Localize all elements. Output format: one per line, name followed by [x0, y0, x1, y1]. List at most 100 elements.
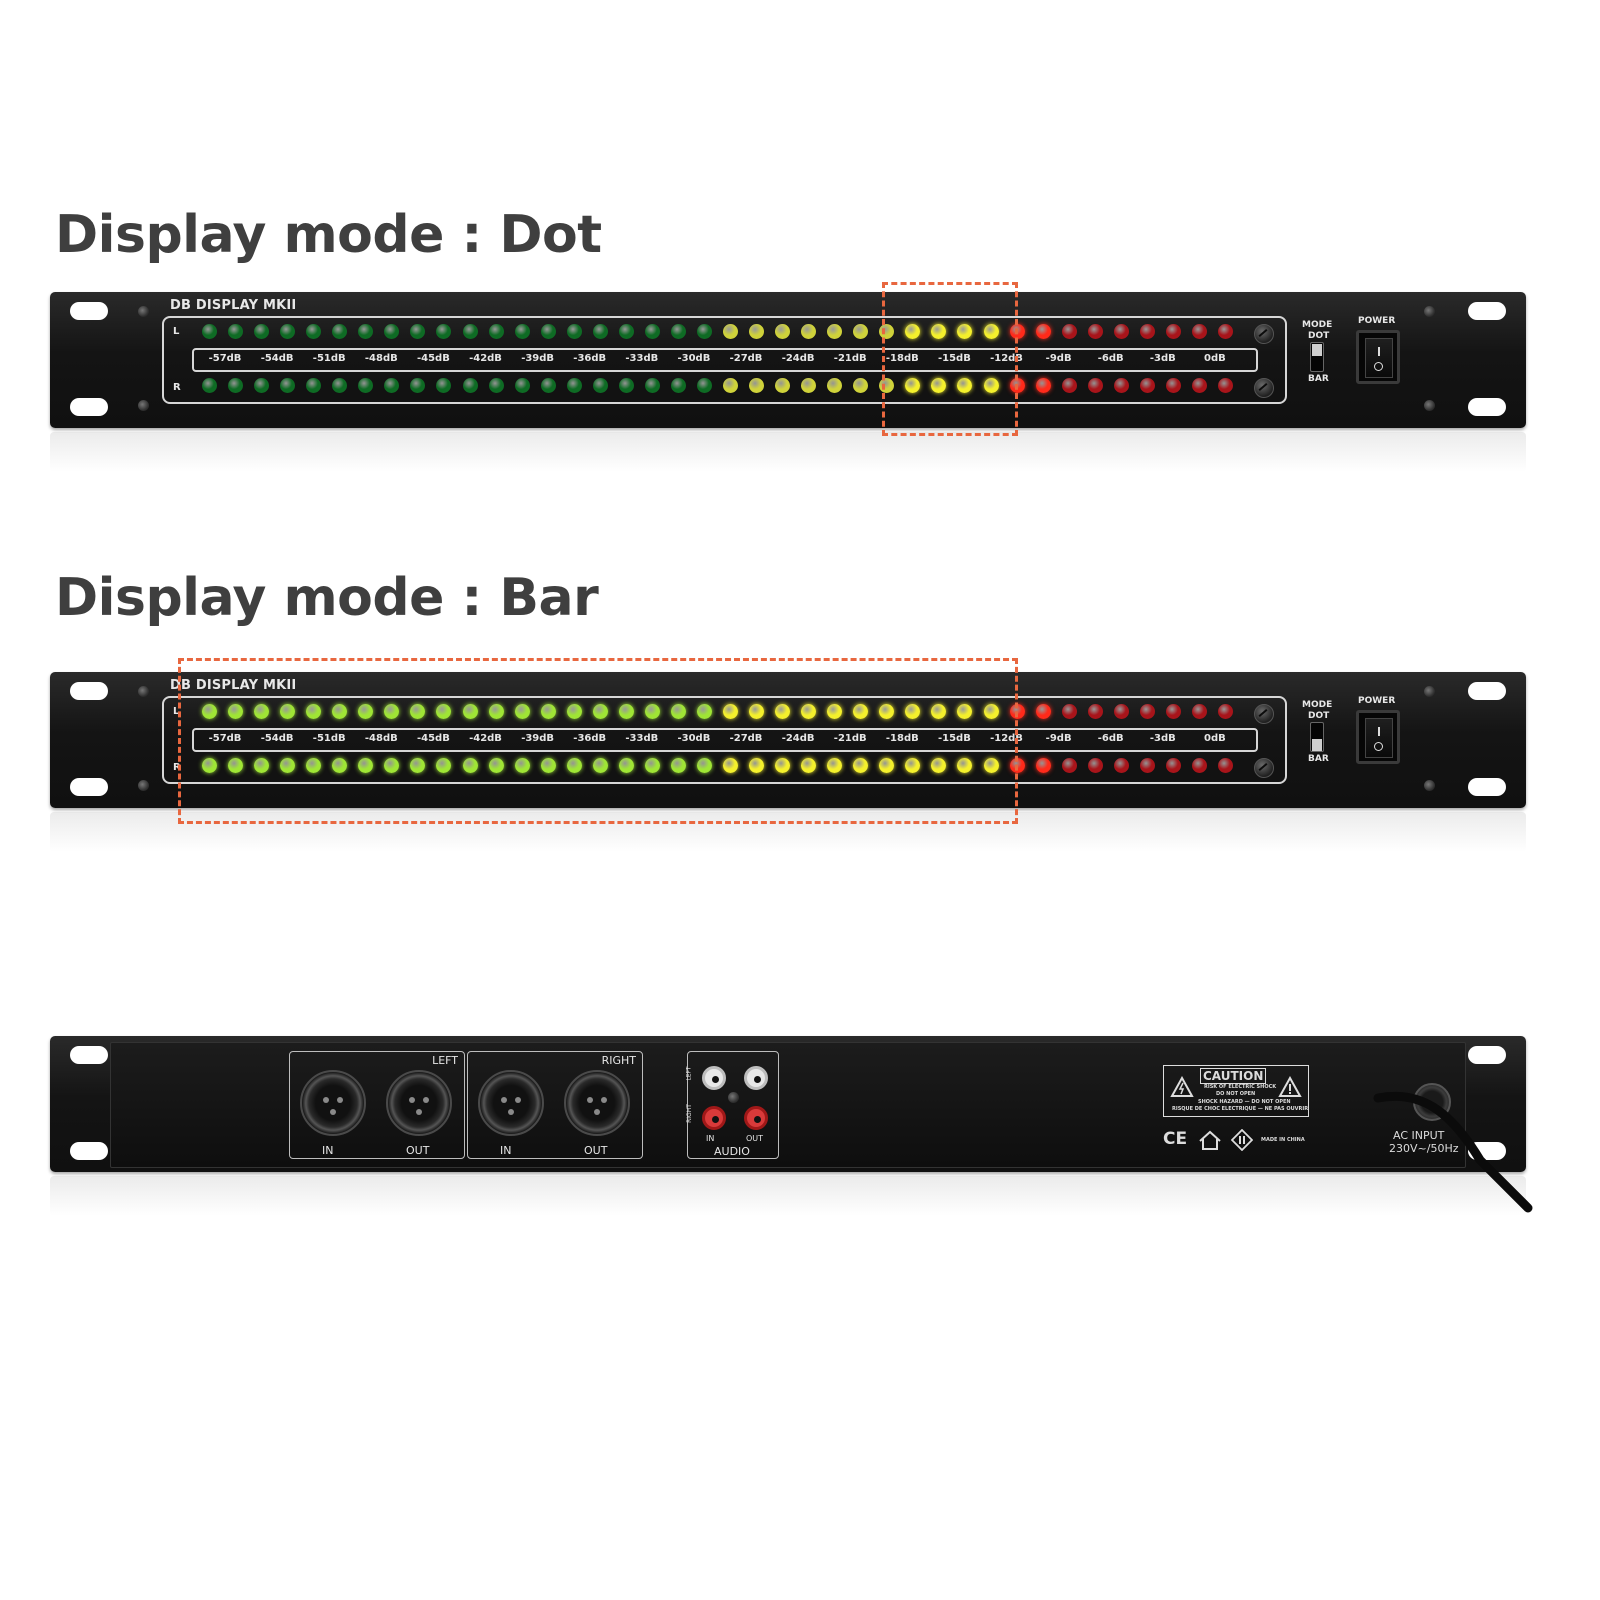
- led-indicator: [853, 758, 869, 773]
- led-indicator: [670, 378, 686, 393]
- led-indicator: [801, 704, 817, 719]
- mode-toggle-switch[interactable]: [1310, 342, 1324, 372]
- db-scale-label: -54dB: [260, 733, 294, 744]
- led-indicator: [332, 324, 348, 339]
- xlr-input-right[interactable]: [478, 1070, 544, 1136]
- led-indicator: [618, 758, 634, 773]
- xlr-out-label: OUT: [406, 1144, 430, 1157]
- power-rocker-switch[interactable]: [1356, 710, 1400, 764]
- led-indicator: [592, 378, 608, 393]
- led-indicator: [1035, 758, 1051, 773]
- rca-right-in[interactable]: [702, 1106, 726, 1130]
- led-indicator: [436, 324, 452, 339]
- screw-icon: [1424, 686, 1435, 697]
- db-scale-label: -9dB: [1045, 733, 1072, 744]
- led-indicator: [488, 758, 504, 773]
- db-scale-label: -42dB: [469, 353, 502, 364]
- led-indicator: [410, 324, 426, 339]
- db-scale-label: -36dB: [573, 353, 607, 364]
- led-indicator: [306, 324, 322, 339]
- db-scale-label: -45dB: [416, 353, 450, 364]
- rack-ear-slot: [70, 778, 108, 796]
- bar-mode-highlight: [178, 658, 1018, 824]
- rca-in-label: IN: [706, 1134, 715, 1143]
- db-scale-label: -27dB: [729, 353, 763, 364]
- home-recycle-icon: [1199, 1130, 1221, 1150]
- led-indicator: [462, 378, 478, 393]
- led-indicator: [1139, 324, 1155, 339]
- led-indicator: [749, 704, 765, 719]
- rack-ear-slot: [1468, 682, 1506, 700]
- led-indicator: [1165, 378, 1181, 393]
- warning-triangle-icon: [1170, 1076, 1194, 1097]
- channel-right-label: R: [173, 382, 181, 393]
- led-indicator: [618, 324, 634, 339]
- rca-left-in[interactable]: [702, 1066, 726, 1090]
- caution-line-4: RISQUE DE CHOC ELECTRIQUE — NE PAS OUVRI…: [1172, 1106, 1309, 1112]
- heading-dot-mode: Display mode : Dot: [55, 205, 602, 265]
- mode-bar-label: BAR: [1308, 754, 1329, 764]
- power-rocker-switch[interactable]: [1356, 330, 1400, 384]
- unit-reflection: [50, 432, 1526, 472]
- led-indicator: [228, 324, 244, 339]
- led-indicator: [618, 378, 634, 393]
- led-indicator: [1217, 704, 1233, 719]
- xlr-in-label: IN: [322, 1144, 334, 1157]
- led-indicator: [827, 324, 843, 339]
- led-indicator: [931, 324, 947, 339]
- db-scale-label: -36dB: [573, 733, 607, 744]
- rack-ear-slot: [70, 1046, 108, 1064]
- led-indicator: [931, 758, 947, 773]
- adjust-knob[interactable]: [1254, 378, 1274, 398]
- screw-icon: [728, 1092, 739, 1103]
- led-indicator: [1035, 704, 1051, 719]
- db-scale: -57dB-54dB-51dB-48dB-45dB-42dB-39dB-36dB…: [192, 728, 1258, 752]
- led-indicator: [410, 758, 426, 773]
- led-indicator: [202, 758, 217, 773]
- mode-toggle-switch[interactable]: [1310, 722, 1324, 752]
- led-indicator: [957, 378, 973, 393]
- led-indicator: [488, 378, 504, 393]
- xlr-output-right[interactable]: [564, 1070, 630, 1136]
- led-indicator: [410, 704, 426, 719]
- db-scale-label: -57dB: [208, 353, 242, 364]
- led-indicator: [696, 704, 712, 719]
- xlr-left-label: LEFT: [432, 1054, 458, 1067]
- led-indicator: [1113, 378, 1129, 393]
- led-indicator: [514, 324, 530, 339]
- led-indicator: [618, 704, 634, 719]
- screw-icon: [1424, 400, 1435, 411]
- led-indicator: [540, 704, 556, 719]
- led-indicator: [514, 704, 530, 719]
- led-indicator: [280, 324, 296, 339]
- xlr-output-left[interactable]: [386, 1070, 452, 1136]
- screw-icon: [138, 306, 149, 317]
- db-scale-label: -54dB: [260, 353, 294, 364]
- led-indicator: [1165, 758, 1181, 773]
- mode-dot-label: DOT: [1308, 711, 1330, 721]
- xlr-box-right: RIGHT IN OUT: [467, 1051, 643, 1159]
- mode-label: MODE: [1302, 700, 1333, 710]
- rack-ear-slot: [1468, 778, 1506, 796]
- led-indicator: [358, 704, 374, 719]
- adjust-knob[interactable]: [1254, 758, 1274, 778]
- rca-left-out[interactable]: [744, 1066, 768, 1090]
- led-indicator: [514, 378, 530, 393]
- led-indicator: [1139, 704, 1155, 719]
- mode-bar-label: BAR: [1308, 374, 1329, 384]
- exclamation-triangle-icon: [1278, 1076, 1302, 1097]
- led-indicator: [801, 324, 817, 339]
- led-indicator: [1217, 758, 1233, 773]
- led-indicator: [384, 378, 400, 393]
- rca-right-out[interactable]: [744, 1106, 768, 1130]
- adjust-knob[interactable]: [1254, 324, 1274, 344]
- adjust-knob[interactable]: [1254, 704, 1274, 724]
- rear-face: LEFT IN OUT RIGHT IN OUT LEFT RIGHT: [110, 1042, 1466, 1168]
- xlr-input-left[interactable]: [300, 1070, 366, 1136]
- led-indicator: [332, 758, 348, 773]
- caution-line-2: DO NOT OPEN: [1216, 1091, 1256, 1097]
- ac-input-label: AC INPUT: [1393, 1129, 1445, 1142]
- rack-ear-slot: [70, 302, 108, 320]
